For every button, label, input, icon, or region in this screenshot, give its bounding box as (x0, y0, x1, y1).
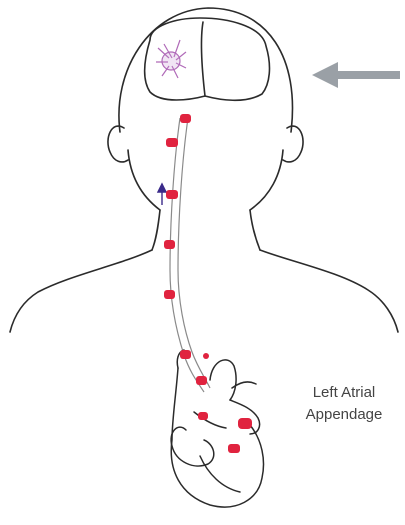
clot-mark (198, 412, 208, 420)
clot-mark (228, 444, 240, 453)
clot-mark (203, 353, 209, 359)
shoulder-right (260, 250, 398, 332)
clot-mark (166, 190, 178, 199)
clot-mark (180, 350, 191, 359)
clot-mark (238, 418, 252, 429)
starburst-icon (156, 40, 186, 78)
clots (164, 114, 252, 453)
brain-midline (202, 22, 205, 96)
left-atrial-appendage-label: Left Atrial Appendage (288, 382, 400, 426)
left-arrow-icon (312, 62, 400, 88)
label-line-1: Left Atrial (288, 382, 400, 404)
neck-right (250, 210, 260, 250)
neck-left (152, 210, 160, 250)
right-ear (283, 126, 303, 162)
clot-mark (164, 290, 175, 299)
label-line-2: Appendage (288, 404, 400, 426)
shoulder-left (10, 250, 152, 332)
human-outline (10, 8, 398, 332)
left-face (128, 150, 160, 210)
left-ear (108, 126, 128, 162)
right-face (250, 150, 283, 210)
up-arrow-icon (158, 184, 166, 205)
clot-mark (166, 138, 178, 147)
clot-mark (180, 114, 191, 123)
clot-mark (196, 376, 207, 385)
clot-mark (164, 240, 175, 249)
